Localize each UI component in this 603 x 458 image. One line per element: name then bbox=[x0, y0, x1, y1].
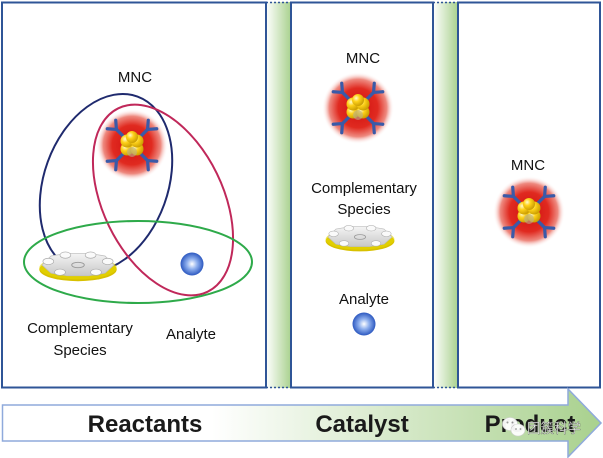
reactants-complementary-label-line2: Species bbox=[53, 342, 106, 359]
catalyst-content: MNC Complementary Species Analyte bbox=[311, 50, 417, 336]
catalyst-complementary-label-line2: Species bbox=[337, 201, 390, 218]
reactants-complementary-label-line1: Complementary bbox=[27, 320, 133, 337]
spacer-column-1 bbox=[266, 2, 291, 388]
spacer-column-2 bbox=[433, 2, 458, 388]
reactants-panel bbox=[1, 1, 267, 389]
arrow-stage-reactants: Reactants bbox=[88, 411, 203, 438]
arrow-shape bbox=[1, 387, 603, 458]
reactants-content: MNC Complementary Species Analyte bbox=[23, 69, 253, 359]
complementary-ellipse bbox=[23, 220, 253, 304]
product-mnc-icon bbox=[491, 174, 567, 250]
arrow-stage-product: Product bbox=[485, 411, 576, 438]
reactants-complementary-icon bbox=[38, 251, 118, 282]
reactants-mnc-icon bbox=[94, 107, 170, 183]
wechat-icon bbox=[502, 417, 526, 437]
catalyst-analyte-label: Analyte bbox=[339, 291, 389, 308]
product-mnc-label: MNC bbox=[511, 157, 545, 174]
catalyst-complementary-icon bbox=[325, 224, 395, 252]
catalyst-analyte-icon bbox=[352, 312, 376, 336]
arrow-stage-catalyst: Catalyst bbox=[315, 411, 408, 438]
reactants-analyte-icon bbox=[180, 252, 204, 276]
process-arrow: Reactants Catalyst Product bbox=[1, 387, 603, 458]
watermark: 团簇科学 bbox=[502, 417, 581, 437]
catalyst-mnc-label: MNC bbox=[346, 50, 380, 67]
reactants-mnc-label: MNC bbox=[118, 69, 152, 86]
catalyst-complementary-label-line1: Complementary bbox=[311, 180, 417, 197]
reactants-analyte-label: Analyte bbox=[166, 326, 216, 343]
watermark-text: 团簇科学 bbox=[527, 421, 581, 437]
analyte-ellipse bbox=[91, 103, 235, 297]
product-content: MNC bbox=[491, 157, 567, 250]
catalyst-mnc-icon bbox=[320, 70, 396, 146]
